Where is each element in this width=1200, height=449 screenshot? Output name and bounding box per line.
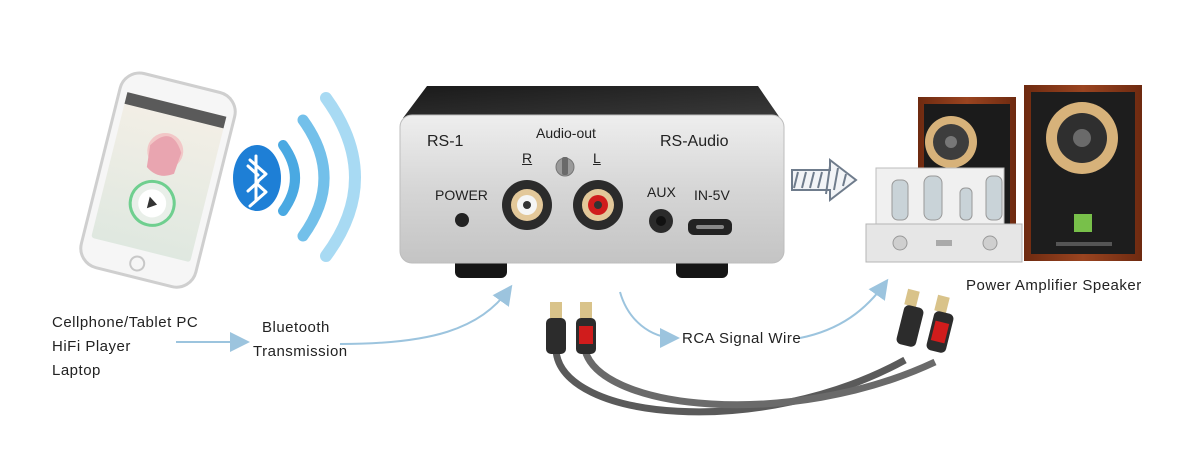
source-item: Laptop <box>52 362 101 379</box>
flow-arrows <box>176 278 889 352</box>
rca-jack-left <box>573 180 623 230</box>
power-label: POWER <box>435 187 488 203</box>
transmission-label: Transmission <box>253 343 348 360</box>
source-device-list: Cellphone/Tablet PC HiFi Player Laptop <box>52 314 212 394</box>
rca-jack-right <box>502 180 552 230</box>
speaker-icon-front <box>1024 85 1142 261</box>
input-label: IN-5V <box>694 187 730 203</box>
power-led <box>455 213 469 227</box>
aux-label: AUX <box>647 184 676 200</box>
device-brand-label: RS-Audio <box>660 133 729 150</box>
smartphone-icon <box>79 71 237 289</box>
destination-label: Power Amplifier Speaker <box>966 277 1142 294</box>
audio-out-label: Audio-out <box>536 125 596 141</box>
bluetooth-label: Bluetooth <box>262 319 330 336</box>
source-item: HiFi Player <box>52 338 131 355</box>
rs1-device <box>399 86 785 278</box>
signal-waves-icon <box>278 92 361 262</box>
arrow-right-icon <box>791 157 858 203</box>
rca-wire-label: RCA Signal Wire <box>682 330 802 347</box>
source-item: Cellphone/Tablet PC <box>52 314 199 331</box>
bluetooth-icon <box>233 145 281 211</box>
amplifier-icon <box>865 167 1023 263</box>
left-channel-label: L <box>593 150 601 166</box>
rca-cable-icon <box>546 288 954 416</box>
right-channel-label: R <box>522 150 533 166</box>
device-model-label: RS-1 <box>427 133 464 150</box>
